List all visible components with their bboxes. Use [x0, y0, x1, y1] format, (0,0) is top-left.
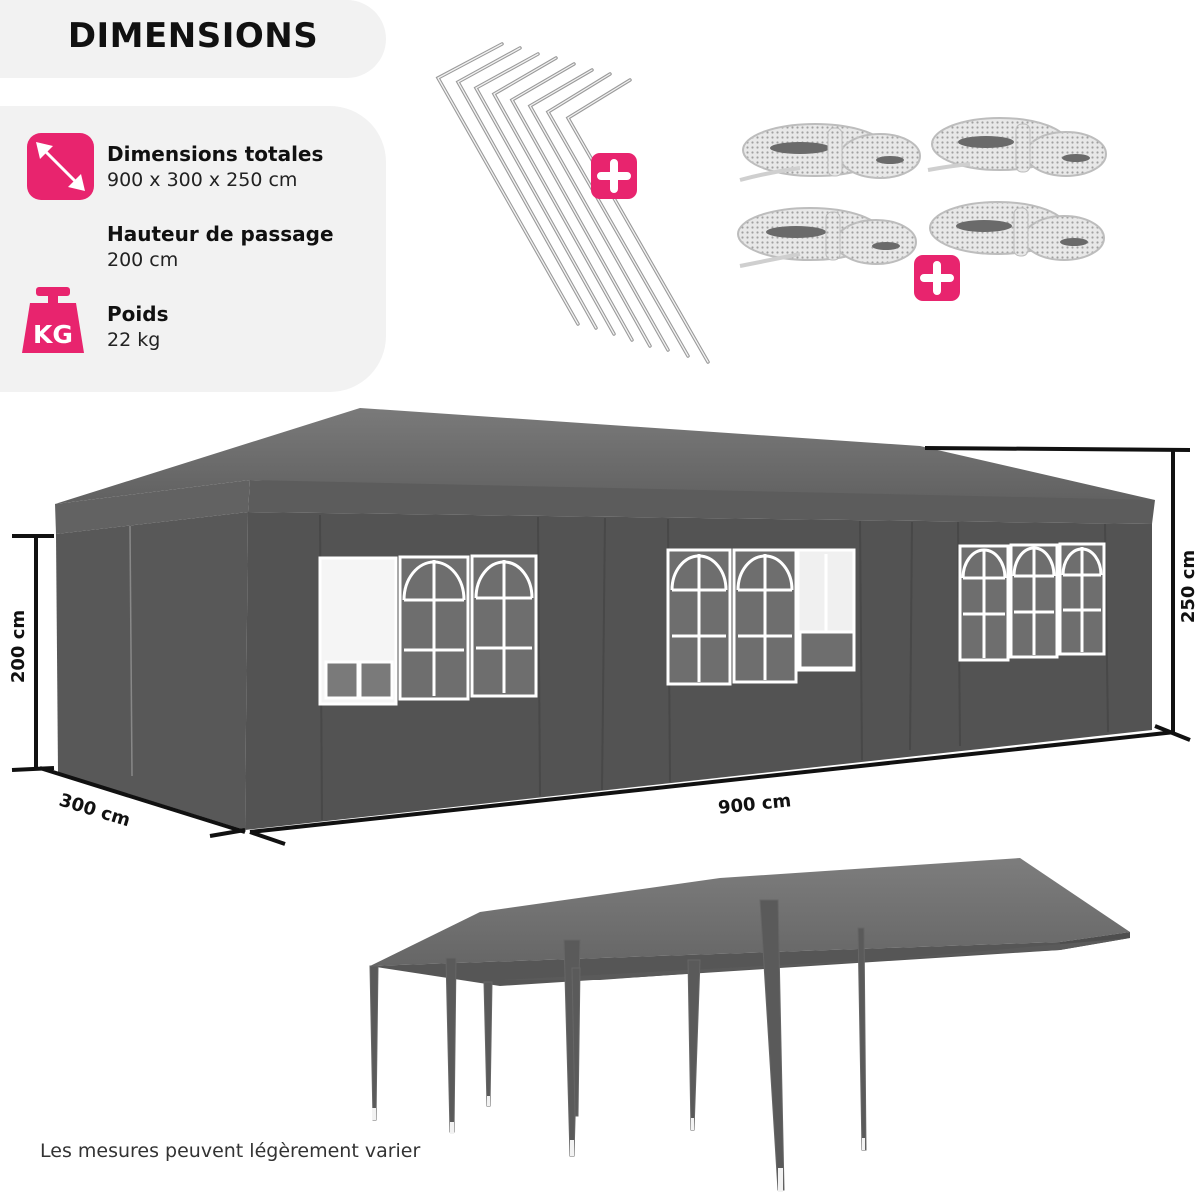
kg-weight-icon: KG [20, 285, 86, 355]
spec-value-dimensions: 900 x 300 x 250 cm [107, 169, 298, 191]
page-title: DIMENSIONS [67, 16, 319, 56]
footnote: Les mesures peuvent légèrement varier [40, 1140, 421, 1162]
spec-label-passage-height: Hauteur de passage [107, 222, 334, 246]
plus-icon-ropes [914, 255, 960, 301]
tent-frame-illustration [360, 850, 1200, 1200]
svg-text:KG: KG [33, 320, 73, 349]
diagonal-arrows-icon [27, 133, 94, 200]
spec-value-weight: 22 kg [107, 329, 161, 351]
ground-stakes-illustration [420, 30, 720, 370]
spec-label-dimensions: Dimensions totales [107, 142, 324, 166]
dimension-label-side-height: 200 cm [8, 609, 30, 684]
guy-ropes-illustration [730, 110, 1120, 290]
tent-with-walls-illustration [0, 400, 1200, 850]
dimension-label-total-height: 250 cm [1178, 549, 1200, 624]
title-panel [0, 0, 386, 78]
plus-icon-stakes [591, 153, 637, 199]
spec-label-weight: Poids [107, 302, 169, 326]
spec-value-passage-height: 200 cm [107, 249, 179, 271]
